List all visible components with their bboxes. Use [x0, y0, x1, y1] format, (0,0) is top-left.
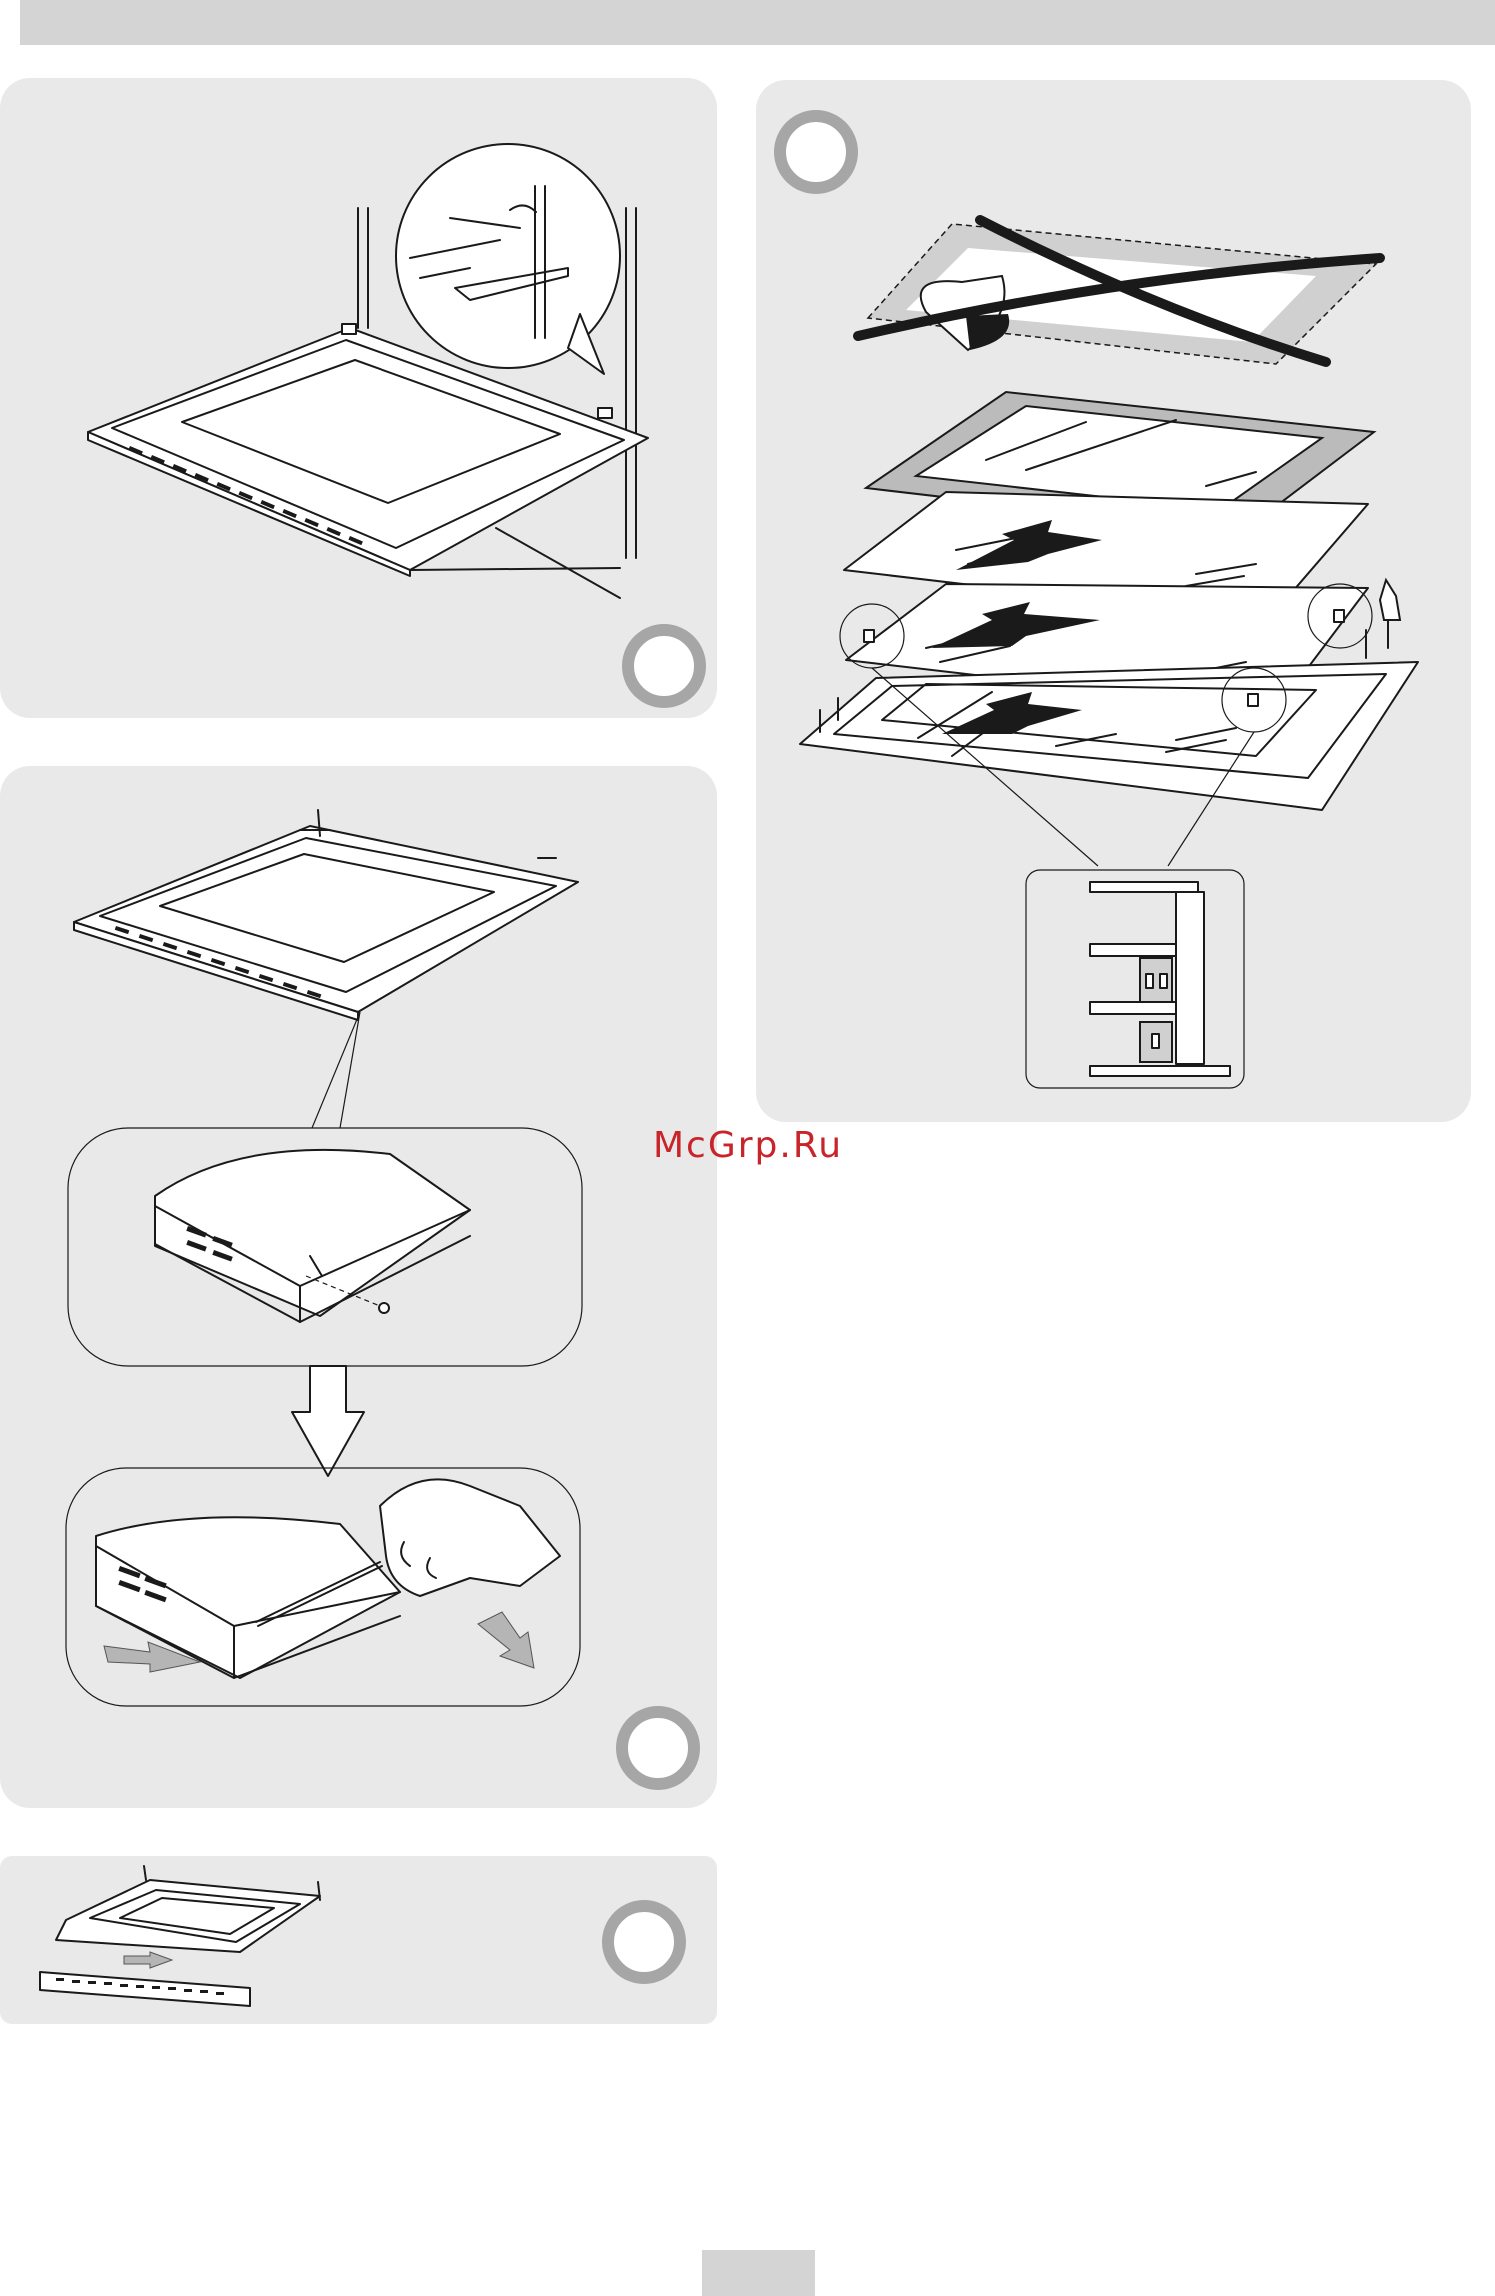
step-indicator-circle: [774, 110, 858, 194]
step-indicator-circle: [602, 1900, 686, 1984]
page-number-tab: [702, 2250, 815, 2296]
step-indicator-circle: [622, 624, 706, 708]
illustration-panel-door-screw: [0, 766, 717, 1808]
down-arrow: [292, 1366, 364, 1476]
illustration-panel-door-strip: [0, 1856, 717, 2024]
glass-layers-drawing: [756, 80, 1471, 1122]
top-header-bar: [20, 0, 1495, 45]
illustration-panel-glass-layers: [756, 80, 1471, 1122]
clip-detail-box: [1026, 870, 1244, 1088]
illustration-panel-door-open: [0, 78, 717, 718]
hand-illustration: [380, 1479, 560, 1596]
door-open-drawing: [0, 78, 717, 718]
door-screw-drawing: [0, 766, 717, 1808]
step-indicator-circle: [616, 1706, 700, 1790]
watermark-text: McGrp.Ru: [653, 1125, 843, 1166]
